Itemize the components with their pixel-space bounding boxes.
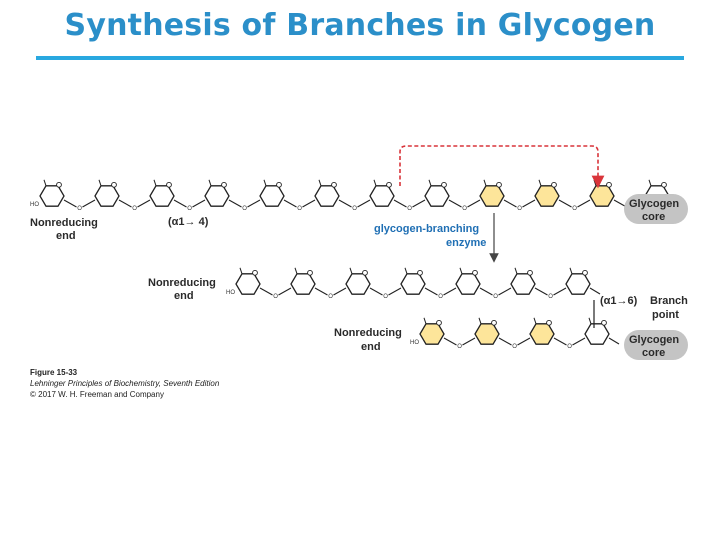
row2-ho-label: HO bbox=[226, 290, 235, 296]
row2-glycosidic-bond: O bbox=[259, 287, 292, 300]
row3-ring bbox=[474, 317, 500, 345]
row2-ring bbox=[565, 267, 591, 295]
row1-glycosidic-bond: O bbox=[228, 199, 261, 212]
alpha-1-4-label: (α1→ 4) bbox=[168, 216, 209, 228]
row1-ring bbox=[94, 179, 120, 207]
glycogen-core-sub-2: core bbox=[642, 347, 665, 359]
row3-glycosidic-bond: O bbox=[553, 337, 586, 350]
nonreducing-end-label-1: Nonreducing bbox=[30, 217, 98, 229]
row1-ring bbox=[314, 179, 340, 207]
row2-glycosidic-bond: O bbox=[534, 287, 567, 300]
row1-glycosidic-bond: O bbox=[448, 199, 481, 212]
row1-ring bbox=[39, 179, 65, 207]
row1-glycosidic-bond: O bbox=[283, 199, 316, 212]
row1-glycosidic-bond: O bbox=[503, 199, 536, 212]
book-citation: Lehninger Principles of Biochemistry, Se… bbox=[30, 379, 220, 388]
row1-ring bbox=[369, 179, 395, 207]
row1-glycosidic-bond: O bbox=[393, 199, 426, 212]
transfer-arrow bbox=[399, 145, 605, 189]
svg-text:O: O bbox=[383, 294, 388, 300]
row1-glycosidic-bond: O bbox=[63, 199, 96, 212]
row2-glycosidic-bond: O bbox=[369, 287, 402, 300]
svg-text:O: O bbox=[187, 206, 192, 212]
glycogen-core-badge-1 bbox=[624, 194, 688, 224]
row2-ring bbox=[345, 267, 371, 295]
svg-text:O: O bbox=[572, 206, 577, 212]
svg-text:O: O bbox=[517, 206, 522, 212]
svg-text:O: O bbox=[548, 294, 553, 300]
row2-ring bbox=[235, 267, 261, 295]
title-underline bbox=[36, 56, 684, 60]
row1-ring bbox=[589, 179, 615, 207]
row1-glycosidic-bond: O bbox=[173, 199, 206, 212]
row1-ring bbox=[149, 179, 175, 207]
svg-text:O: O bbox=[438, 294, 443, 300]
row1-glycosidic-bond: O bbox=[558, 199, 591, 212]
svg-text:O: O bbox=[567, 344, 572, 350]
nonreducing-end-sub-3: end bbox=[361, 341, 381, 353]
glycogen-core-badge-2 bbox=[624, 330, 688, 360]
svg-text:O: O bbox=[132, 206, 137, 212]
copyright-line: © 2017 W. H. Freeman and Company bbox=[30, 390, 164, 399]
nonreducing-end-label-2: Nonreducing bbox=[148, 277, 216, 289]
row2-glycosidic-bond: O bbox=[314, 287, 347, 300]
nonreducing-end-sub-1: end bbox=[56, 230, 76, 242]
row2-ring bbox=[455, 267, 481, 295]
row3-ring bbox=[584, 317, 610, 345]
figure-number: Figure 15-33 bbox=[30, 368, 78, 377]
row1-glycosidic-bond: O bbox=[338, 199, 371, 212]
alpha-1-6-label: (α1→6) bbox=[600, 295, 638, 307]
svg-text:O: O bbox=[328, 294, 333, 300]
svg-text:O: O bbox=[273, 294, 278, 300]
row3-ring bbox=[529, 317, 555, 345]
row2-glycosidic-bond: O bbox=[479, 287, 512, 300]
branch-point-sub: point bbox=[652, 309, 679, 321]
row3-ring bbox=[419, 317, 445, 345]
figure-caption: Figure 15-33 Lehninger Principles of Bio… bbox=[30, 367, 219, 400]
row3-glycosidic-bond: O bbox=[443, 337, 476, 350]
svg-text:O: O bbox=[242, 206, 247, 212]
svg-text:O: O bbox=[457, 344, 462, 350]
enzyme-label-2: enzyme bbox=[446, 237, 486, 249]
row1-ring bbox=[204, 179, 230, 207]
svg-text:O: O bbox=[493, 294, 498, 300]
branch-point-label: Branch bbox=[650, 295, 688, 307]
glycogen-core-sub-1: core bbox=[642, 211, 665, 223]
enzyme-label: glycogen-branching bbox=[374, 223, 479, 235]
svg-text:O: O bbox=[352, 206, 357, 212]
slide-title: Synthesis of Branches in Glycogen bbox=[64, 8, 656, 43]
row2-ring bbox=[400, 267, 426, 295]
row2-glycosidic-bond: O bbox=[424, 287, 457, 300]
row1-ring bbox=[534, 179, 560, 207]
row1-ring bbox=[424, 179, 450, 207]
row1-ho-label: HO bbox=[30, 202, 39, 208]
row2-ring bbox=[290, 267, 316, 295]
glycogen-core-label-2: Glycogen bbox=[629, 334, 679, 346]
svg-text:O: O bbox=[77, 206, 82, 212]
row3-ho-label: HO bbox=[410, 340, 419, 346]
row1-ring bbox=[259, 179, 285, 207]
nonreducing-end-label-3: Nonreducing bbox=[334, 327, 402, 339]
svg-text:O: O bbox=[512, 344, 517, 350]
glycogen-core-label-1: Glycogen bbox=[629, 198, 679, 210]
svg-text:O: O bbox=[297, 206, 302, 212]
svg-text:O: O bbox=[407, 206, 412, 212]
row1-glycosidic-bond: O bbox=[118, 199, 151, 212]
row2-ring bbox=[510, 267, 536, 295]
row3-glycosidic-bond: O bbox=[498, 337, 531, 350]
svg-text:O: O bbox=[462, 206, 467, 212]
row1-ring bbox=[479, 179, 505, 207]
nonreducing-end-sub-2: end bbox=[174, 290, 194, 302]
